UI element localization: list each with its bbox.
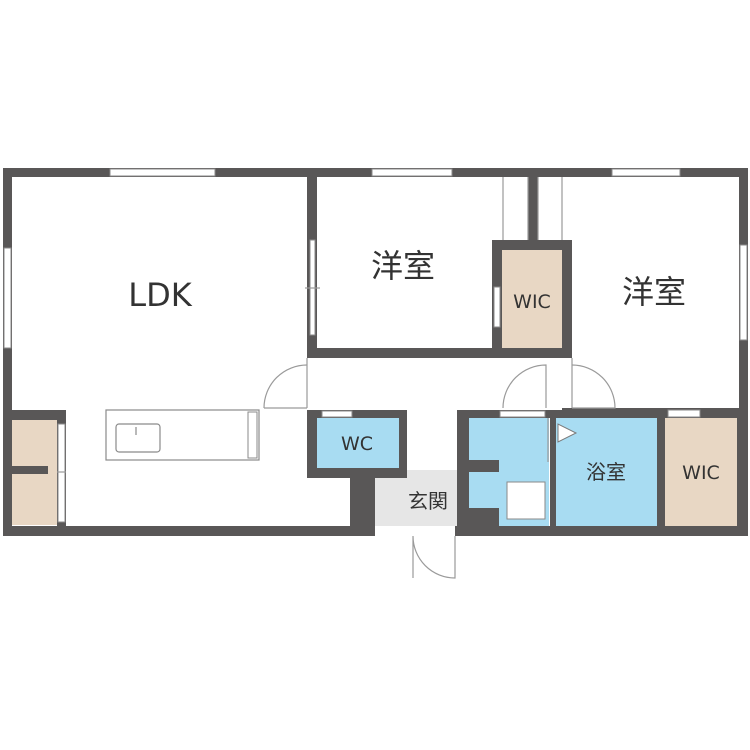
door-lines bbox=[57, 177, 616, 579]
sink bbox=[115, 423, 161, 453]
kitchen-counter bbox=[105, 409, 260, 461]
entrance-fill bbox=[375, 470, 457, 526]
washing-machine-space bbox=[506, 481, 546, 520]
room-label-wic-1: WIC bbox=[513, 291, 551, 313]
room-label-western-room-2: 洋室 bbox=[622, 273, 686, 311]
room-label-bathroom: 浴室 bbox=[586, 460, 626, 484]
wc-fill bbox=[317, 418, 399, 468]
bathroom-fill bbox=[556, 418, 657, 526]
room-label-wic-2: WIC bbox=[682, 462, 720, 484]
room-label-western-room-1: 洋室 bbox=[371, 247, 435, 285]
room-label-ldk: LDK bbox=[128, 276, 192, 314]
wic-1-fill bbox=[500, 250, 564, 352]
wic-2-fill bbox=[665, 418, 737, 526]
room-label-wc: WC bbox=[341, 433, 373, 455]
bath-door-marker bbox=[557, 423, 578, 443]
room-label-entrance: 玄関 bbox=[408, 489, 448, 513]
